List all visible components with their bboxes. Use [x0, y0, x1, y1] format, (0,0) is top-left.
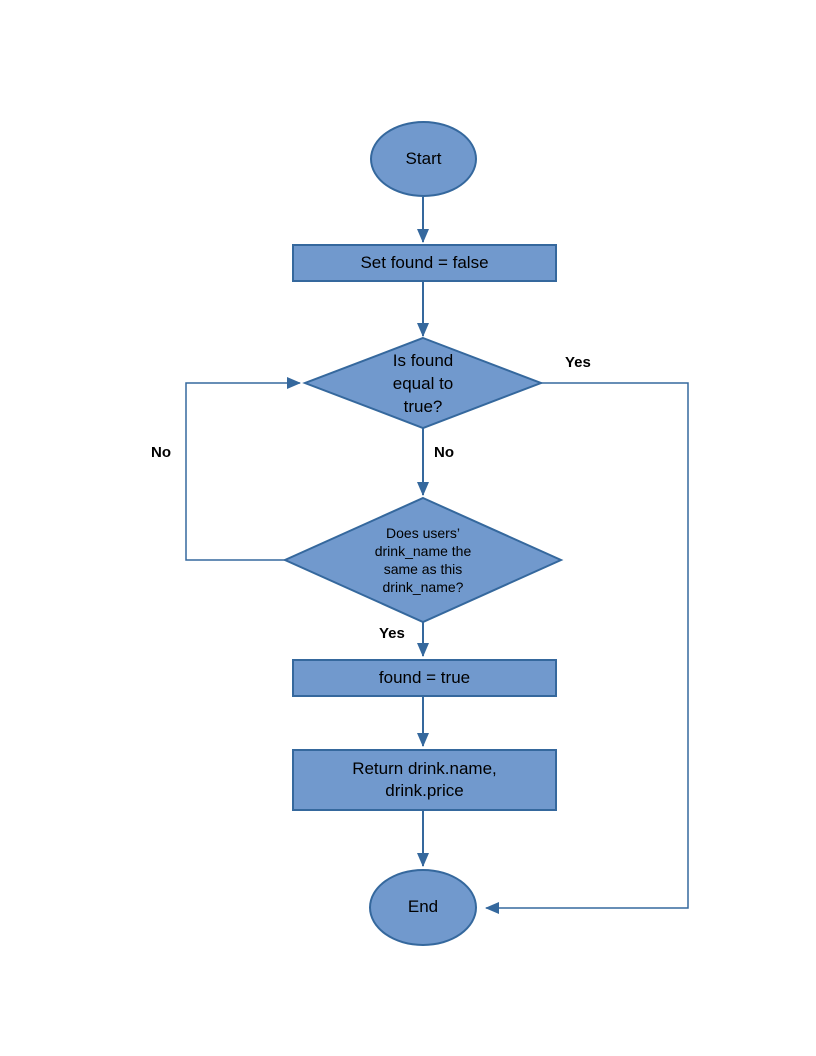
node-is-found-label: Is found equal to true? [392, 351, 454, 416]
node-end: End [369, 869, 477, 946]
edge-is-found-yes-to-end [485, 382, 689, 914]
node-return-drink: Return drink.name, drink.price [292, 749, 557, 811]
node-start: Start [370, 121, 477, 197]
node-end-label: End [407, 897, 439, 917]
node-set-found-label: Set found = false [360, 252, 489, 272]
node-found-true-label: found = true [378, 667, 471, 687]
edge-label-is-found-yes: Yes [565, 354, 591, 371]
node-found-true: found = true [292, 659, 557, 697]
node-set-found: Set found = false [292, 244, 557, 282]
node-return-drink-label: Return drink.name, drink.price [352, 758, 497, 800]
decision-is-found-shape [302, 336, 544, 430]
node-start-label: Start [405, 148, 442, 168]
decision-drink-check-shape [282, 496, 564, 624]
edge-label-is-found-no: No [434, 444, 454, 461]
node-drink-check-label: Does users’ drink_name the same as this … [374, 525, 472, 595]
edge-label-drink-check-no: No [151, 444, 171, 461]
edge-label-drink-check-yes: Yes [379, 625, 405, 642]
edge-drink-check-no-to-is-found [185, 377, 301, 561]
